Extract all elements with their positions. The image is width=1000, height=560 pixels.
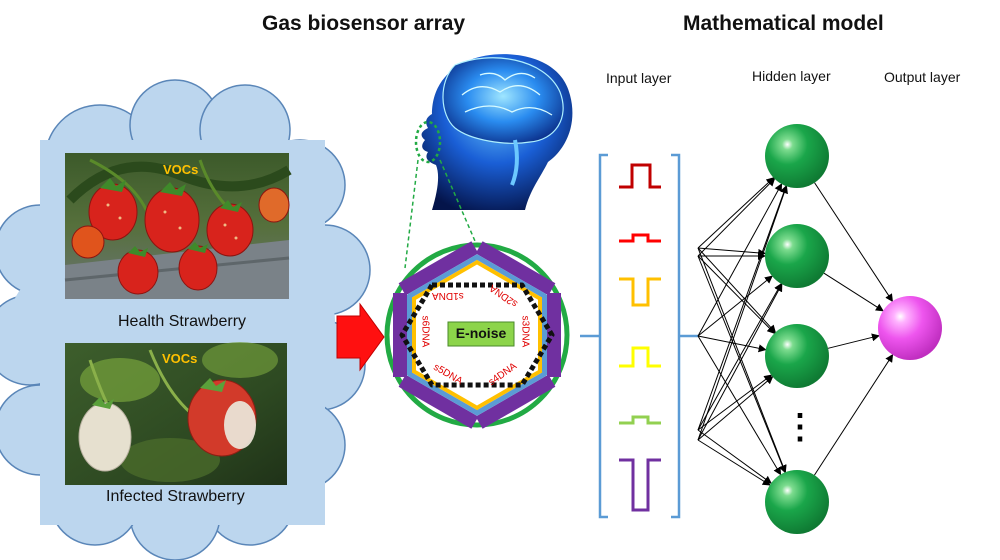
title-gas-biosensor-array: Gas biosensor array bbox=[262, 12, 466, 35]
sensor-electrode-5 bbox=[398, 368, 480, 429]
connection-in-0-h0 bbox=[697, 177, 775, 249]
input-signals bbox=[619, 163, 661, 512]
input-signal-3 bbox=[619, 277, 661, 307]
connection-in-1-h3 bbox=[697, 255, 787, 474]
dna-label-s3: s3DNA bbox=[519, 315, 531, 348]
healthy-strawberry-photo bbox=[64, 153, 292, 299]
connection-in-3-h1 bbox=[697, 282, 782, 431]
output-node bbox=[878, 296, 942, 360]
sensor-electrode-4 bbox=[474, 368, 556, 429]
connection-h0-out bbox=[814, 182, 893, 303]
zoom-lines bbox=[404, 159, 479, 269]
human-head-icon bbox=[414, 54, 573, 210]
gas-biosensor-array bbox=[384, 241, 570, 429]
connection-in-4-h2 bbox=[697, 376, 774, 441]
hidden-nodes bbox=[765, 124, 829, 534]
red-arrow-icon bbox=[336, 302, 385, 372]
network-connections bbox=[697, 177, 894, 486]
connection-in-3-h2 bbox=[697, 374, 773, 431]
connection-h3-out bbox=[814, 353, 894, 476]
dna-label-s1: s1DNA bbox=[432, 290, 464, 301]
hidden-node-1 bbox=[765, 124, 829, 188]
connection-h1-out bbox=[823, 272, 884, 312]
connection-in-1-h0 bbox=[697, 178, 776, 257]
enoise-label: E-noise bbox=[455, 325, 507, 341]
hidden-node-3 bbox=[765, 324, 829, 388]
input-signal-5 bbox=[619, 415, 661, 425]
title-mathematical-model: Mathematical model bbox=[683, 12, 884, 35]
infected-strawberry-photo bbox=[65, 342, 287, 485]
healthy-strawberry-caption: Health Strawberry bbox=[118, 313, 247, 330]
input-signal-4 bbox=[619, 346, 661, 368]
connection-in-2-h1 bbox=[697, 275, 773, 337]
connection-in-0-h1 bbox=[697, 247, 767, 257]
connection-in-4-h3 bbox=[697, 439, 771, 486]
input-layer-bracket bbox=[580, 153, 698, 519]
input-signal-2 bbox=[619, 233, 661, 243]
connection-in-2-h0 bbox=[697, 183, 783, 337]
hidden-layer-label: Hidden layer bbox=[752, 68, 831, 84]
sensor-electrode-1 bbox=[398, 241, 480, 302]
input-signal-6 bbox=[619, 458, 661, 512]
connection-in-1-h2 bbox=[697, 255, 776, 334]
hidden-node-4 bbox=[765, 470, 829, 534]
connection-in-2-h3 bbox=[697, 335, 782, 476]
connection-in-3-h3 bbox=[697, 429, 772, 484]
input-signal-1 bbox=[619, 163, 661, 189]
connection-in-0-h2 bbox=[697, 247, 777, 334]
connection-in-2-h2 bbox=[697, 335, 767, 353]
hidden-layer-ellipsis: ⋮ bbox=[783, 408, 817, 446]
dna-label-s6: s6DNA bbox=[419, 315, 431, 348]
connection-in-4-h0 bbox=[697, 185, 788, 441]
output-layer-label: Output layer bbox=[884, 69, 961, 85]
vocs-label-healthy: VOCs bbox=[163, 162, 199, 177]
connection-in-3-h0 bbox=[697, 185, 788, 431]
vocs-label-infected: VOCs bbox=[162, 351, 198, 366]
input-layer-label: Input layer bbox=[606, 70, 672, 86]
enoise-box bbox=[447, 321, 515, 347]
connection-in-4-h1 bbox=[697, 283, 783, 441]
connection-in-0-h3 bbox=[697, 247, 787, 474]
hidden-node-2 bbox=[765, 224, 829, 288]
infected-strawberry-caption: Infected Strawberry bbox=[106, 488, 245, 505]
connection-h2-out bbox=[827, 333, 880, 349]
